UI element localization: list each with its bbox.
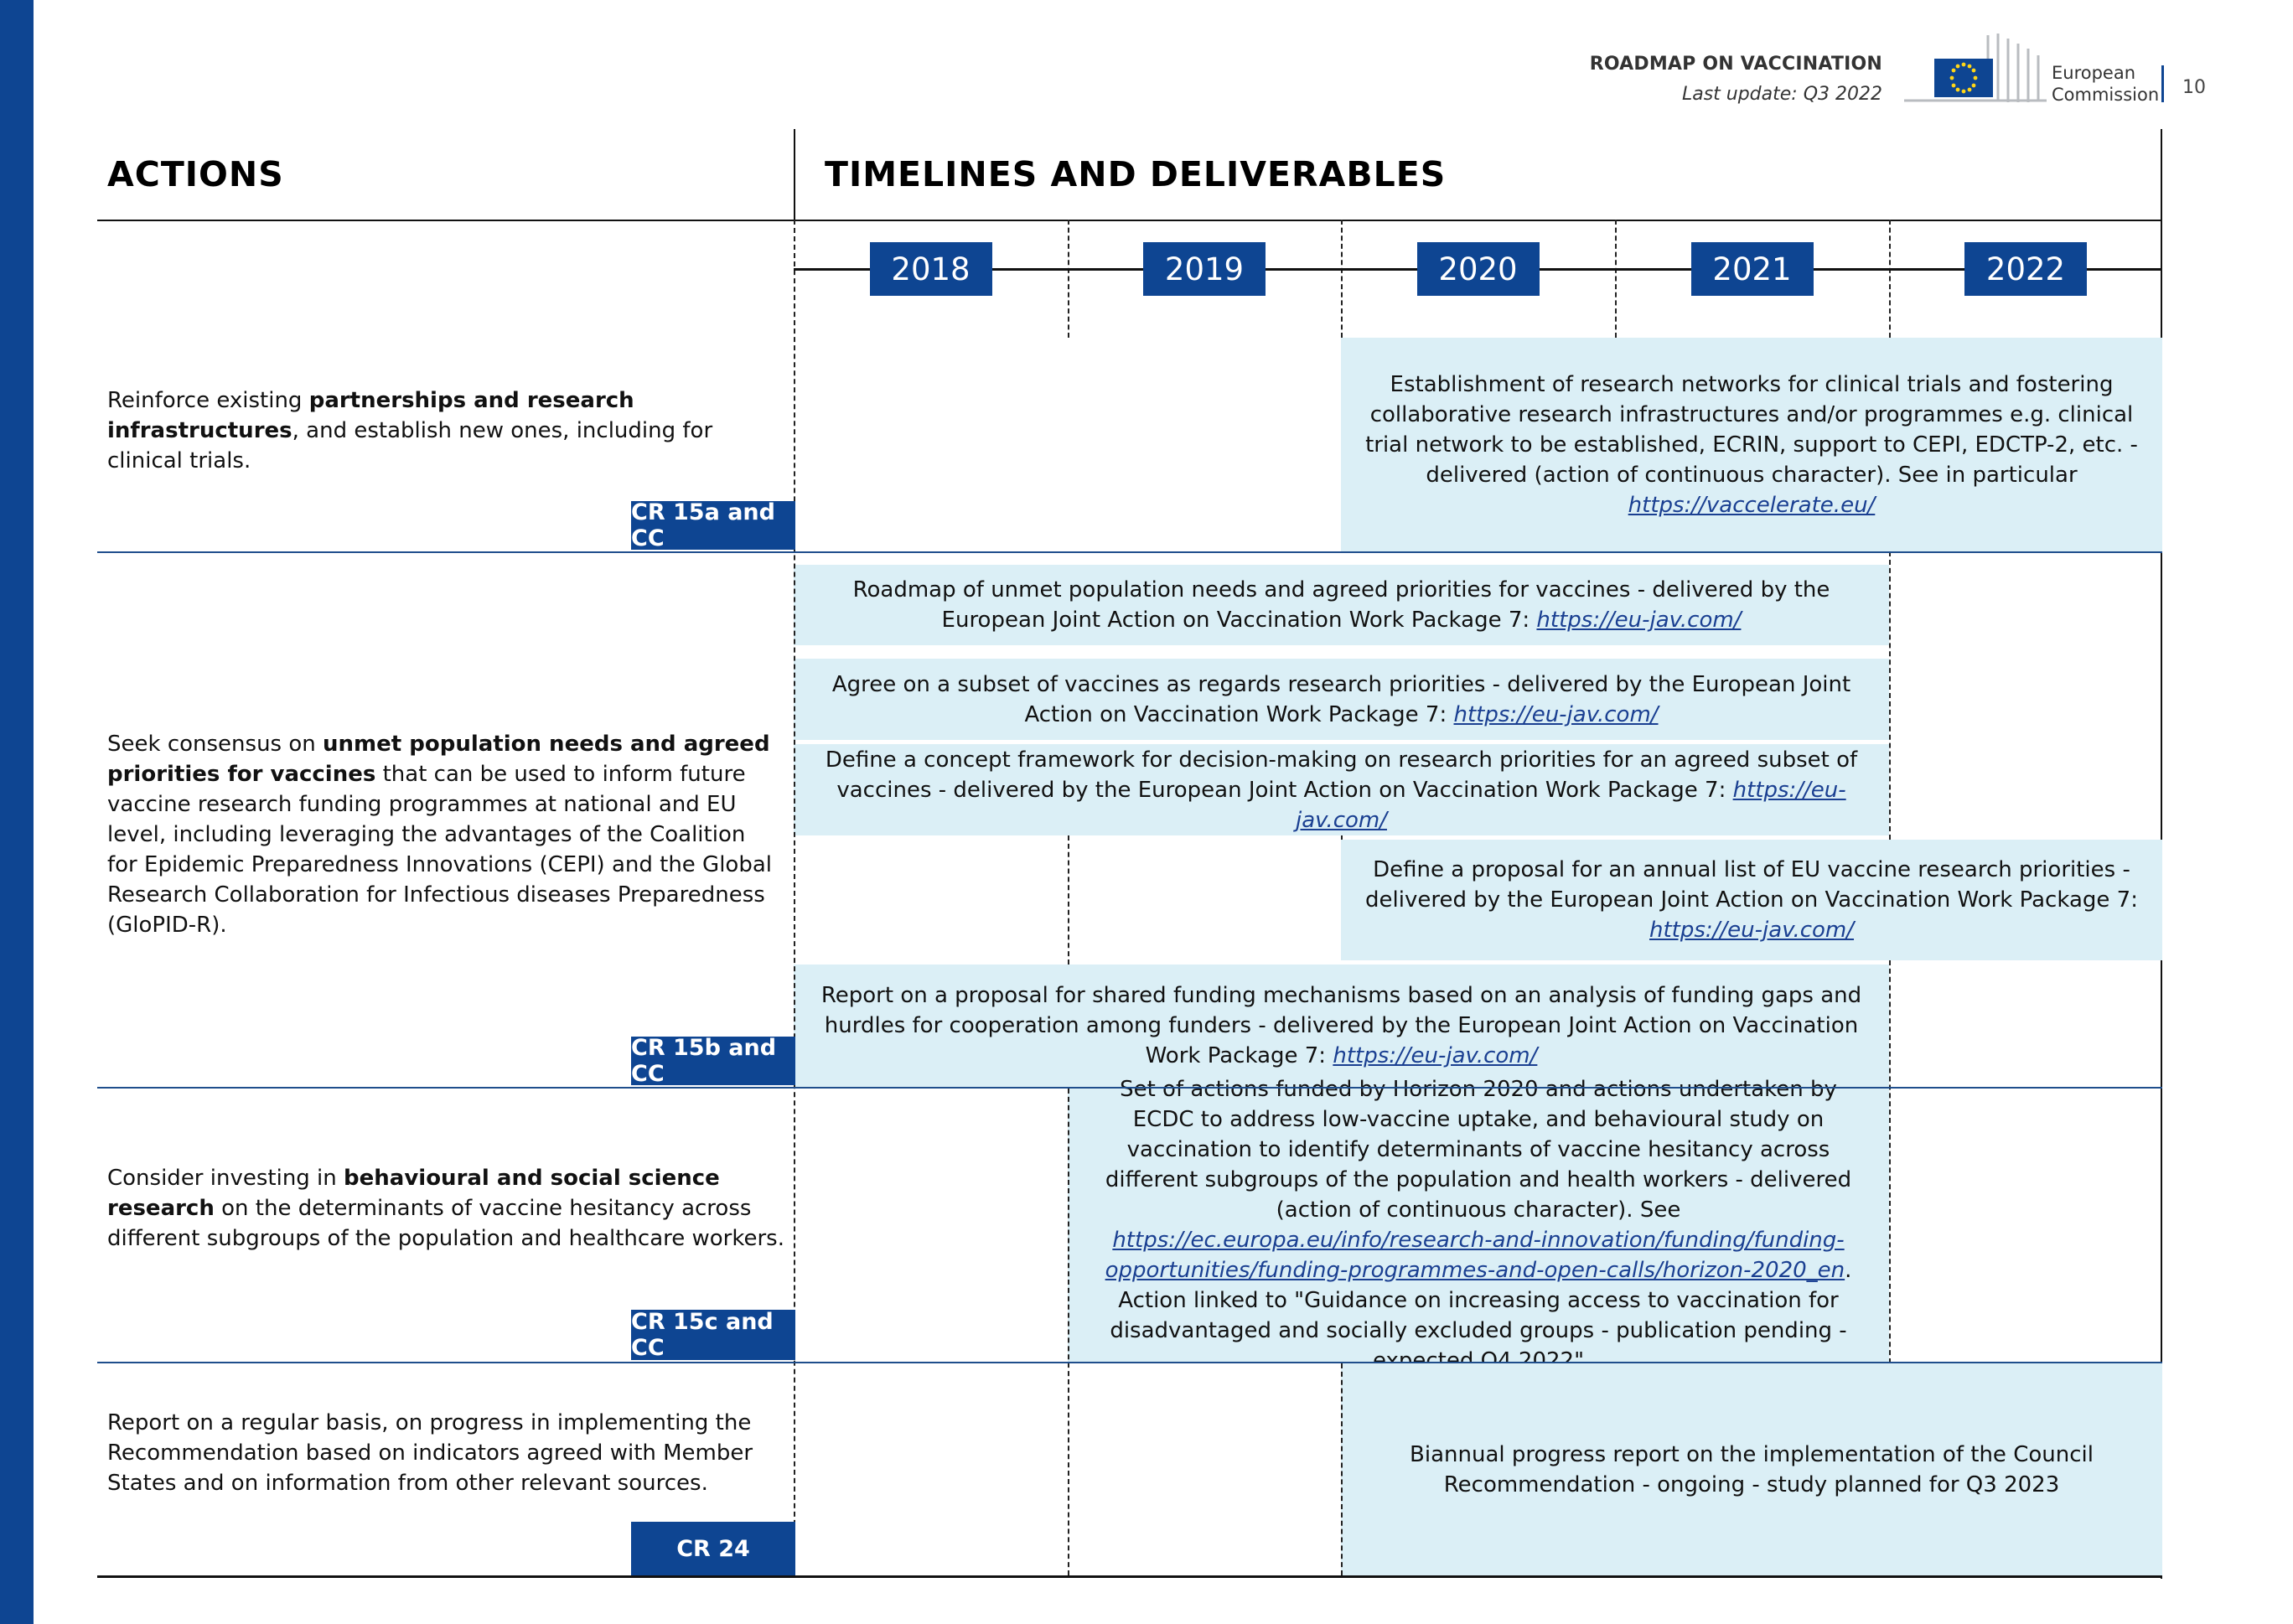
year-label-2020: 2020 [1416,242,1540,296]
deliverable-box: Report on a proposal for shared funding … [794,965,1889,1087]
deliverable-box: Biannual progress report on the implemen… [1341,1363,2162,1575]
document-title: ROADMAP ON VACCINATION [1589,54,1882,75]
header-divider [794,129,795,221]
column-divider [1341,835,1343,840]
row-divider [97,551,2162,553]
column-divider [1889,551,1891,840]
action-text-part: that can be used to inform future vaccin… [107,762,772,938]
action-emphasis: partnerships and research infrastructure… [107,388,634,443]
deliverable-description: Establishment of research networks for c… [1365,371,2138,488]
deliverable-box: Define a concept framework for decision-… [794,744,1889,835]
row-divider [97,1362,2162,1363]
last-update: Last update: Q3 2022 [1681,84,1882,105]
action-text-part: Reinforce existing [107,388,309,413]
column-divider [794,220,795,1575]
actions-heading: ACTIONS [107,154,284,194]
action-text-part: , and establish new ones, including for … [107,418,713,473]
action-emphasis: unmet population needs and agreed priori… [107,732,770,787]
deliverable-link[interactable]: https://eu-jav.com/ [1649,918,1855,943]
timelines-heading: TIMELINES AND DELIVERABLES [825,154,1447,194]
deliverable-text: Agree on a subset of vaccines as regards… [812,670,1871,730]
deliverable-text: Report on a proposal for shared funding … [812,980,1871,1071]
column-divider [1889,960,1891,1363]
year-label-2018: 2018 [869,242,992,296]
action-description: Reinforce existing partnerships and rese… [107,385,761,476]
column-divider [1341,1363,1343,1575]
deliverable-text: Set of actions funded by Horizon 2020 an… [1086,1074,1871,1376]
action-emphasis: behavioural and social science research [107,1166,720,1221]
deliverable-box: Establishment of research networks for c… [1341,338,2162,551]
deliverable-text: Establishment of research networks for c… [1359,370,2144,520]
deliverable-text: Biannual progress report on the implemen… [1359,1440,2144,1500]
action-text-part: Consider investing in [107,1166,344,1191]
deliverable-link[interactable]: https://vaccelerate.eu/ [1628,492,1876,518]
year-label-2021: 2021 [1690,242,1814,296]
column-divider [1889,220,1891,338]
deliverable-box: Define a proposal for an annual list of … [1341,840,2162,960]
deliverable-box: Agree on a subset of vaccines as regards… [794,659,1889,740]
row-divider [97,1087,2162,1089]
column-divider [1068,220,1069,338]
deliverable-description: Biannual progress report on the implemen… [1410,1441,2094,1497]
deliverable-link[interactable]: https://eu-jav.com/ [1333,1043,1538,1068]
cr-reference-badge: CR 15a and CC [631,499,795,551]
deliverable-box: Set of actions funded by Horizon 2020 an… [1068,1077,1889,1373]
european-commission-wordmark: European Commission [2052,62,2159,106]
deliverable-link[interactable]: https://eu-jav.com/ [1536,608,1742,633]
action-text-part: Report on a regular basis, on progress i… [107,1410,753,1496]
action-description: Seek consensus on unmet population needs… [107,729,778,940]
logo-line-1: European [2052,63,2136,83]
column-divider [1341,220,1343,338]
deliverable-description: Agree on a subset of vaccines as regards… [831,671,1851,727]
table-bottom-rule [97,1575,2162,1578]
action-text-part: Seek consensus on [107,732,324,757]
action-description: Consider investing in behavioural and so… [107,1163,795,1254]
column-divider [1615,220,1617,338]
column-divider [1068,835,1069,965]
deliverable-description: Define a proposal for an annual list of … [1365,857,2138,913]
deliverable-note: . Action linked to "Guidance on increasi… [1110,1258,1852,1373]
cr-reference-badge: CR 24 [631,1522,795,1575]
deliverable-link[interactable]: https://eu-jav.com/ [1296,777,1846,833]
cr-reference-badge: CR 15b and CC [631,1035,795,1087]
deliverable-text: Define a concept framework for decision-… [812,745,1871,835]
deliverable-description: Set of actions funded by Horizon 2020 an… [1105,1077,1852,1223]
left-accent-bar [0,0,34,1624]
logo-line-2: Commission [2052,85,2160,105]
deliverable-description: Roadmap of unmet population needs and ag… [852,577,1830,633]
page-number-separator [2161,65,2164,102]
deliverable-box: Roadmap of unmet population needs and ag… [794,565,1889,645]
year-label-2019: 2019 [1143,242,1266,296]
page-number: 10 [2182,77,2206,98]
deliverable-text: Define a proposal for an annual list of … [1359,855,2144,945]
column-divider [1068,1089,1069,1575]
header-rule [97,220,2162,221]
deliverable-link[interactable]: https://ec.europa.eu/info/research-and-i… [1105,1228,1845,1283]
deliverable-description: Report on a proposal for shared funding … [820,983,1862,1068]
deliverable-link[interactable]: https://eu-jav.com/ [1453,701,1659,727]
year-label-2022: 2022 [1964,242,2087,296]
deliverable-description: Define a concept framework for decision-… [825,747,1858,803]
deliverable-text: Roadmap of unmet population needs and ag… [812,575,1871,635]
european-commission-logo [1904,34,2047,102]
cr-reference-badge: CR 15c and CC [631,1309,795,1361]
action-description: Report on a regular basis, on progress i… [107,1408,778,1498]
action-text-part: on the determinants of vaccine hesitancy… [107,1196,784,1251]
